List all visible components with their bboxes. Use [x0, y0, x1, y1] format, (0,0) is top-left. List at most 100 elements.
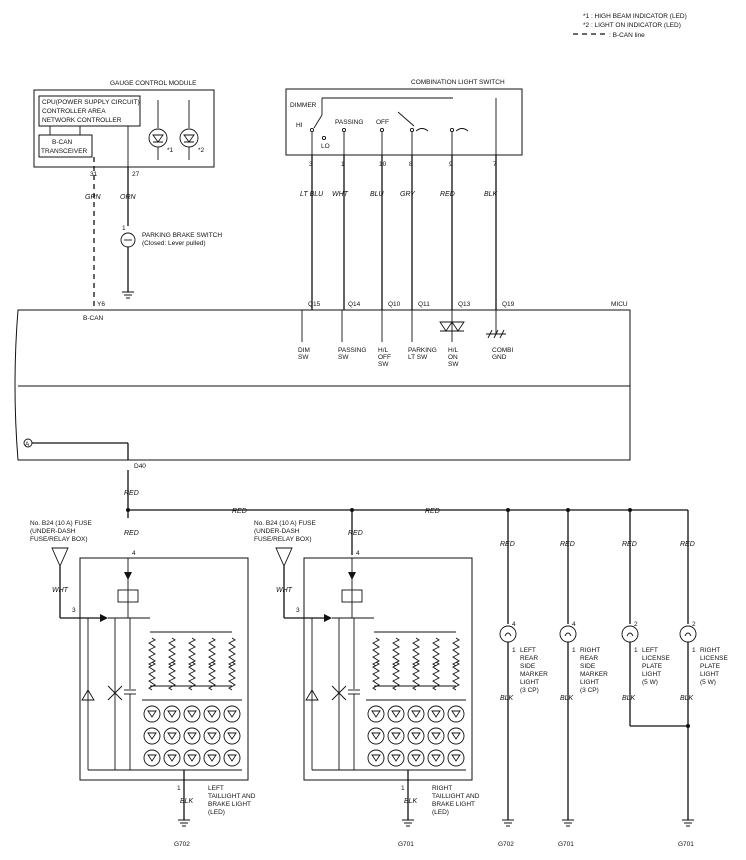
- resistor-icon: [188, 637, 196, 667]
- bulb-label: (3 CP): [580, 687, 599, 694]
- bulb-bottom-pin: 1: [572, 647, 576, 654]
- led-icon: [387, 749, 405, 767]
- micu-connector-Q10: Q10: [388, 301, 401, 308]
- resistor-icon: [208, 661, 216, 691]
- lamp-pin-1: 1: [177, 785, 181, 792]
- combo-pin-10: 10: [379, 161, 387, 168]
- bulb-label: REAR: [580, 655, 598, 662]
- off-label: OFF: [376, 119, 389, 126]
- indicator-1-mark: *1: [167, 147, 174, 154]
- resistor-icon: [148, 661, 156, 691]
- combo-pin-9: 9: [449, 161, 453, 168]
- gauge-control-module: GAUGE CONTROL MODULE CPU(POWER SUPPLY CI…: [33, 80, 215, 310]
- bulb-blk-label: BLK: [622, 695, 636, 702]
- led-icon: [387, 727, 405, 745]
- led-icon: [163, 749, 181, 767]
- ground-icon: [502, 819, 514, 827]
- bulb-label: LIGHT: [700, 671, 719, 678]
- bulb-icon: [499, 625, 517, 643]
- led-icon: [407, 705, 425, 723]
- cpu-label-2: CONTROLLER AREA: [42, 108, 106, 115]
- bulb-top-pin: 2: [634, 621, 638, 628]
- lamp-label-2: TAILLIGHT AND: [432, 793, 480, 800]
- micu-input-label: DIM: [298, 347, 310, 354]
- bulb-bottom-pin: 1: [634, 647, 638, 654]
- resistor-icon: [168, 637, 176, 667]
- dimmer-label: DIMMER: [290, 102, 317, 109]
- bulb-label: LIGHT: [580, 679, 599, 686]
- gauge-pin-27: 27: [132, 171, 140, 178]
- lamp-label-4: (LED): [208, 809, 225, 816]
- led-icon: [427, 749, 445, 767]
- led-icon: [367, 749, 385, 767]
- combo-pin-7: 7: [493, 161, 497, 168]
- diode-icon: [439, 321, 453, 332]
- parking-brake-switch: 1 PARKING BRAKE SWITCH (Closed: Lever pu…: [120, 225, 222, 299]
- resistor-icon: [392, 661, 400, 691]
- bulb-bottom-pin: 1: [512, 647, 516, 654]
- led-icon: [183, 727, 201, 745]
- micu: MICU Y6 B-CAN A D40 RED: [14, 301, 631, 497]
- micu-input-label: GND: [492, 354, 507, 361]
- led-icon: [223, 727, 241, 745]
- cpu-label-3: NETWORK CONTROLLER: [42, 117, 122, 124]
- wire-grn-label: GRN: [85, 194, 102, 201]
- combo-pin-8: 8: [409, 161, 413, 168]
- resistor-icon: [188, 661, 196, 691]
- micu-connector-Q11: Q11: [418, 301, 430, 308]
- right-taillight-block: No. B24 (10 A) FUSE(UNDER-DASHFUSE/RELAY…: [254, 520, 480, 848]
- lamp-pin-3: 3: [72, 607, 76, 614]
- led-icon: [407, 727, 425, 745]
- fuse-wire-label: WHT: [276, 587, 293, 594]
- passing-label: PASSING: [335, 119, 363, 126]
- micu-out-wire: RED: [124, 490, 139, 497]
- lamp-label-3: BRAKE LIGHT: [432, 801, 475, 808]
- left-taillight-block: No. B24 (10 A) FUSE(UNDER-DASHFUSE/RELAY…: [30, 520, 256, 848]
- lamp-red-label: RED: [124, 530, 139, 537]
- led-icon: [367, 705, 385, 723]
- fuse-wire-label: WHT: [52, 587, 69, 594]
- bulb-bottom-pin: 1: [692, 647, 696, 654]
- bulb-top-pin: 4: [512, 621, 516, 628]
- led-icon: [163, 727, 181, 745]
- micu-input-label: COMBI: [492, 347, 514, 354]
- bulb-label: SIDE: [580, 663, 596, 670]
- resistor-icon: [432, 661, 440, 691]
- resistor-icon: [148, 637, 156, 667]
- bulb-label: SIDE: [520, 663, 536, 670]
- taillight-housing: [79, 557, 249, 781]
- legend-note-3: : B-CAN line: [609, 32, 645, 39]
- bulb-top-pin: 4: [572, 621, 576, 628]
- diode-icon: [451, 321, 465, 332]
- lamp-pin-3: 3: [296, 607, 300, 614]
- ground-label: G702: [174, 841, 190, 848]
- resistor-icon: [208, 637, 216, 667]
- led-icon: [407, 749, 425, 767]
- bulb-label: MARKER: [580, 671, 608, 678]
- taillight-housing: [303, 557, 473, 781]
- headlight-symbol: [455, 128, 469, 132]
- bulb-red-label: RED: [622, 541, 637, 548]
- led-icon: [203, 749, 221, 767]
- fuse-label-3: FUSE/RELAY BOX): [254, 536, 312, 543]
- bulb-label: LIGHT: [520, 679, 539, 686]
- combo-pin-3: 3: [309, 161, 313, 168]
- bulb-icon: [621, 625, 639, 643]
- bulb-label: (5 W): [642, 679, 658, 686]
- led-icon: [183, 749, 201, 767]
- lamp-label-2: TAILLIGHT AND: [208, 793, 256, 800]
- point-a-label: A: [25, 441, 30, 448]
- bulb-icon: [559, 625, 577, 643]
- resistor-icon: [228, 637, 236, 667]
- micu-inputs: Q15DIMSWQ14PASSINGSWQ10H/LOFFSWQ11PARKIN…: [298, 301, 515, 368]
- parking-brake-label-1: PARKING BRAKE SWITCH: [142, 232, 222, 239]
- fuse-label-1: No. B24 (10 A) FUSE: [254, 520, 316, 527]
- combo-switch-box: [285, 88, 523, 156]
- bcan-transceiver-label-2: TRANSCEIVER: [41, 148, 88, 155]
- led-icon: [387, 705, 405, 723]
- gauge-module-title: GAUGE CONTROL MODULE: [110, 80, 197, 87]
- resistor-icon: [228, 661, 236, 691]
- led-icon: [163, 705, 181, 723]
- ground-label: G701: [558, 841, 574, 848]
